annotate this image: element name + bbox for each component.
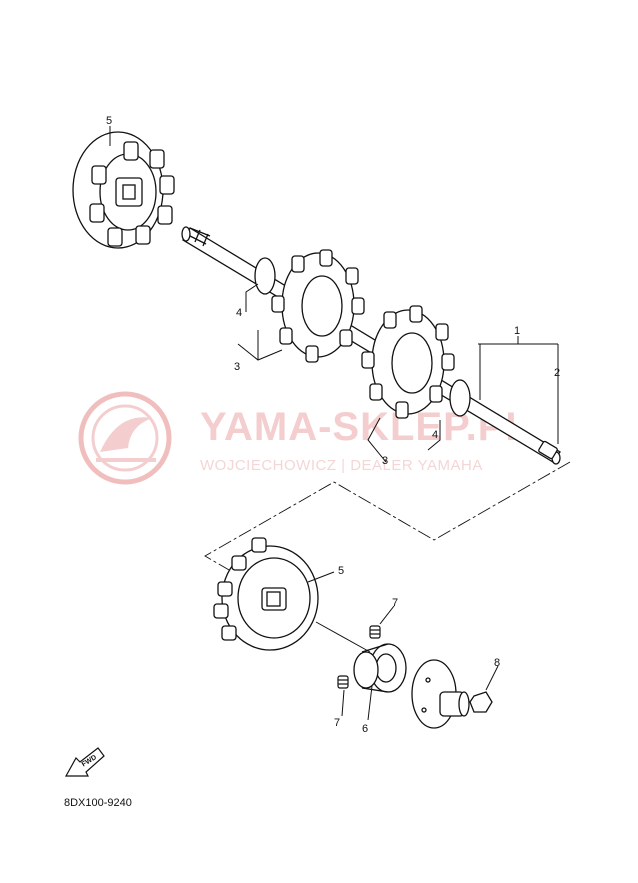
hub-flange: [411, 659, 470, 729]
watermark-subtitle: WOJCIECHOWICZ | DEALER YAMAHA: [200, 457, 483, 474]
part-3-sprocket-left: [254, 249, 365, 363]
assembly-dashed-path: [204, 461, 571, 575]
watermark-logo-icon: [78, 391, 172, 485]
part-5-sprocket-lower: [213, 537, 319, 651]
callout-5-upper: 5: [106, 115, 112, 127]
part-code: 8DX100-9240: [64, 797, 132, 809]
part-3-sprocket-right: [361, 305, 471, 419]
part-5-sprocket-upper: [72, 131, 175, 249]
callout-7-upper: 7: [392, 597, 398, 609]
callout-4-left: 4: [236, 307, 242, 319]
callout-4-right: 4: [432, 429, 438, 441]
fwd-arrow-icon: FWD: [64, 747, 105, 777]
part-7-stud-lower: [337, 675, 349, 689]
leader-lines-lower: [307, 571, 499, 721]
callout-2: 2: [554, 367, 560, 379]
callout-7-lower: 7: [334, 717, 340, 729]
callout-8: 8: [494, 657, 500, 669]
callout-5-lower: 5: [338, 565, 344, 577]
callout-6: 6: [362, 723, 368, 735]
callout-1: 1: [514, 325, 520, 337]
callout-3-left: 3: [234, 361, 240, 373]
part-7-stud-upper: [369, 625, 381, 639]
part-6-bearing: [353, 643, 407, 693]
leader-lines-upper: [109, 126, 559, 463]
part-8-nut: [469, 691, 493, 713]
callout-3-right: 3: [382, 455, 388, 467]
